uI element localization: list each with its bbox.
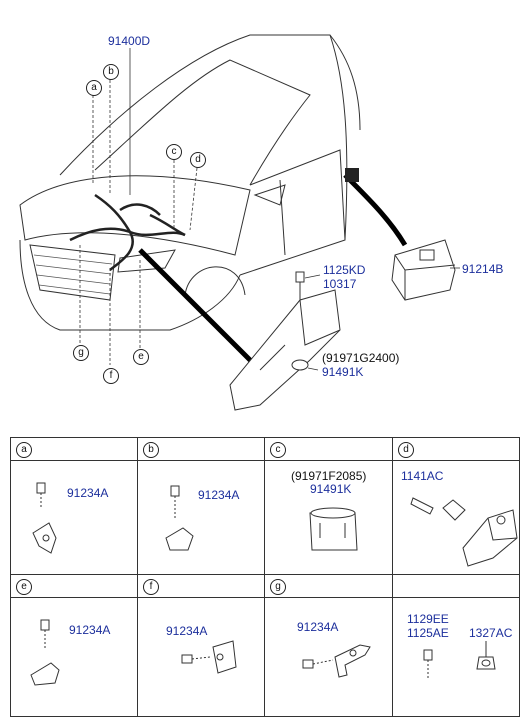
cell-g: g 91234A <box>264 574 393 717</box>
parts-table: a 91234A b 91234A <box>10 437 520 717</box>
cell-f: f 91234A <box>137 574 265 717</box>
car-headlight <box>117 249 176 273</box>
car-door-line <box>279 179 286 256</box>
cell-d-part: 1141AC <box>401 469 444 483</box>
bracket-part-label: 91491K <box>322 365 364 379</box>
cell-d-bracket-icon <box>410 497 518 567</box>
car-grille <box>29 244 116 301</box>
car-front-bumper <box>19 239 241 331</box>
callout-f: f <box>103 368 119 384</box>
callout-g: g <box>73 345 89 361</box>
cell-e-part: 91234A <box>69 623 111 637</box>
mount-bracket <box>229 289 341 411</box>
cell-g-key: g <box>270 579 286 595</box>
car-windshield <box>94 59 311 186</box>
cell-c-key: c <box>270 442 286 458</box>
cell-d-key: d <box>398 442 414 458</box>
cell-c: c (91971F2085) 91491K <box>264 437 393 575</box>
bracket-bolt <box>295 271 305 300</box>
cell-b-bolt-icon <box>165 485 194 551</box>
cell-a-part: 91234A <box>67 486 109 500</box>
cell-f-bolt-icon <box>181 640 237 674</box>
cell-c-clip-icon <box>309 507 358 551</box>
cell-b: b 91234A <box>137 437 265 575</box>
car-rear-quarter <box>329 34 348 241</box>
callout-e: e <box>133 349 149 365</box>
fuse-box-small-icon <box>345 168 359 182</box>
car-mirror <box>253 184 286 206</box>
callout-a: a <box>86 80 102 96</box>
cell-g-bolt-icon <box>302 644 371 678</box>
cell-e-bolt-icon <box>30 619 60 686</box>
cell-b-part: 91234A <box>198 488 240 502</box>
cell-g-part: 91234A <box>297 620 339 634</box>
cell-misc-fastener-icons <box>423 641 496 680</box>
box-part-label: 91214B <box>462 262 504 276</box>
car-illustration <box>19 34 460 411</box>
cell-a-key: a <box>16 442 32 458</box>
arrow-to-box <box>343 173 408 247</box>
cell-misc-part-2: 1125AE <box>407 626 449 640</box>
wiring-harness <box>69 193 186 271</box>
cell-misc: 1129EE 1125AE 1327AC <box>392 574 520 717</box>
car-wheel-front <box>184 266 246 296</box>
car-hood <box>19 175 251 256</box>
callout-b: b <box>103 64 119 80</box>
cell-a-bolt-icon <box>32 482 57 554</box>
junction-box <box>391 239 456 301</box>
callout-c: c <box>166 144 182 160</box>
cell-misc-part-1: 1129EE <box>407 612 449 626</box>
car-roof-line <box>59 34 361 176</box>
cell-e: e 91234A <box>10 574 138 717</box>
callout-d: d <box>190 152 206 168</box>
bolt-part-label-2: 10317 <box>323 277 357 291</box>
bracket-code-label: (91971G2400) <box>322 351 400 365</box>
cell-a: a 91234A <box>10 437 138 575</box>
cell-c-code: (91971F2085) <box>291 469 367 483</box>
cell-e-key: e <box>16 579 32 595</box>
bolt-part-label-1: 1125KD <box>323 263 366 277</box>
cell-f-part: 91234A <box>166 624 208 638</box>
cell-b-key: b <box>143 442 159 458</box>
harness-part-label: 91400D <box>108 34 151 48</box>
car-side <box>239 149 346 276</box>
cell-c-part: 91491K <box>310 482 352 496</box>
cell-misc-part-3: 1327AC <box>469 626 513 640</box>
cell-d: d 1141AC <box>392 437 520 575</box>
cell-f-key: f <box>143 579 159 595</box>
